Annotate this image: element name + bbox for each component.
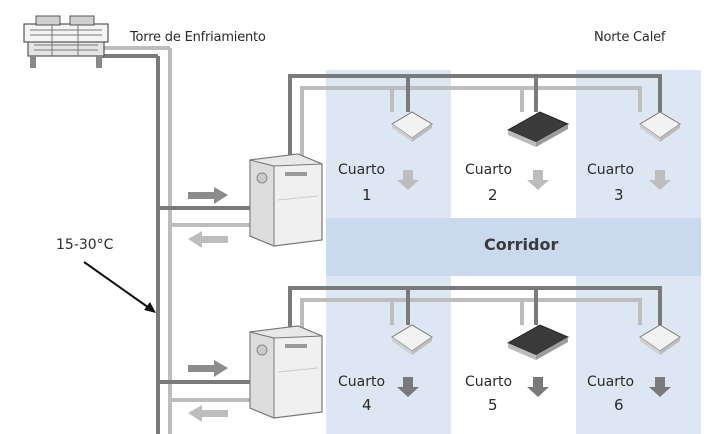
room-label: Cuarto xyxy=(587,162,635,178)
refrigerant-pipe-dark-lower xyxy=(288,286,662,332)
airflow-arrow-icon xyxy=(649,377,671,397)
room-label: Cuarto xyxy=(465,374,513,390)
cooling-tower-icon xyxy=(23,15,109,68)
ceiling-cassette-icon xyxy=(639,324,681,355)
room-number: 1 xyxy=(362,186,372,204)
flow-arrow-icon xyxy=(188,187,228,204)
room-label: Cuarto xyxy=(587,374,635,390)
room-label: Cuarto xyxy=(465,162,513,178)
orientation-label: Norte Calef xyxy=(594,30,666,45)
airflow-arrow-icon xyxy=(397,377,419,397)
room-number: 4 xyxy=(362,396,372,414)
room-label: Cuarto xyxy=(338,374,386,390)
room-label: Cuarto xyxy=(338,162,386,178)
water-source-unit-icon xyxy=(249,153,323,247)
ceiling-cassette-icon xyxy=(506,111,570,147)
temperature-pointer-icon xyxy=(83,261,156,313)
corridor-label: Corridor xyxy=(484,235,559,254)
flow-arrow-icon xyxy=(188,405,228,422)
refrigerant-pipe-dark-upper xyxy=(288,74,662,160)
ceiling-cassette-icon xyxy=(391,111,433,142)
airflow-arrow-icon xyxy=(527,377,549,397)
corridor-band xyxy=(326,218,701,276)
airflow-arrow-icon xyxy=(649,170,671,190)
ceiling-cassette-icon xyxy=(639,111,681,142)
flow-arrow-icon xyxy=(188,231,228,248)
water-source-unit-icon xyxy=(249,325,323,419)
refrigerant-pipe-light-lower xyxy=(300,298,642,332)
airflow-arrow-icon xyxy=(527,170,549,190)
ceiling-cassette-icon xyxy=(391,324,433,355)
room-number: 3 xyxy=(614,186,624,204)
airflow-arrow-icon xyxy=(397,170,419,190)
room-number: 6 xyxy=(614,396,624,414)
temperature-label: 15-30°C xyxy=(56,237,114,253)
ceiling-cassette-icon xyxy=(506,324,570,360)
room-number: 5 xyxy=(488,396,498,414)
cooling-tower-label: Torre de Enfriamiento xyxy=(130,30,266,45)
room-number: 2 xyxy=(488,186,498,204)
flow-arrow-icon xyxy=(188,360,228,377)
refrigerant-pipe-light-upper xyxy=(300,86,642,160)
